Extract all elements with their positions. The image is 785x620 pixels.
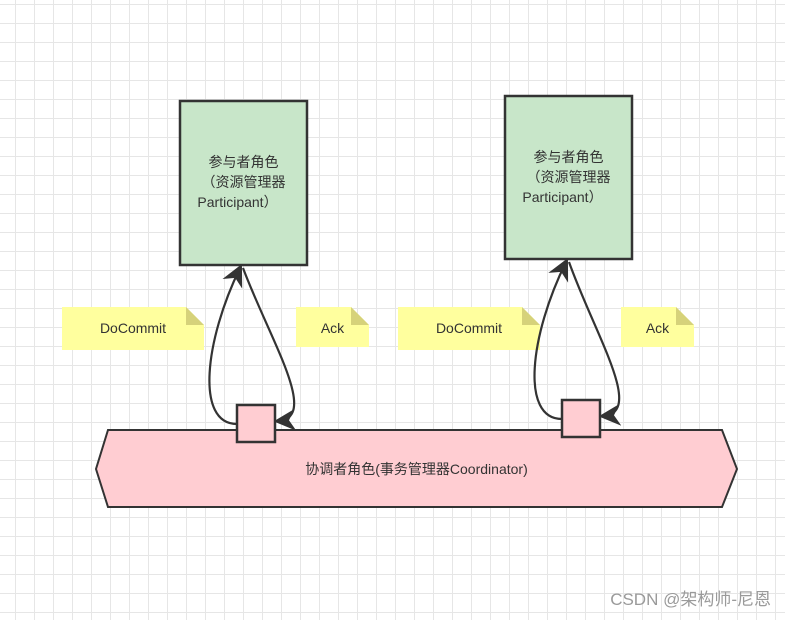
participant-label-line: （资源管理器	[526, 169, 611, 185]
note-label-ack-1: Ack	[320, 320, 345, 336]
note-label-docommit-2: DoCommit	[435, 320, 503, 336]
coordinator-label: 协调者角色(事务管理器Coordinator)	[305, 461, 528, 477]
port-square-2	[560, 398, 602, 439]
participant-label-1: 参与者角色 （资源管理器 Participant）	[180, 152, 307, 212]
note-ack-1	[296, 307, 369, 347]
participant-label-2: 参与者角色 （资源管理器 Participant）	[505, 147, 632, 207]
note-label-ack-2: Ack	[645, 320, 670, 336]
participant-box-1	[178, 99, 309, 267]
coordinator-shape	[94, 429, 739, 508]
participant-label-line: 参与者角色	[533, 149, 604, 165]
note-label-docommit-1: DoCommit	[99, 320, 167, 336]
port-square-1	[235, 403, 277, 444]
participant-label-line: （资源管理器	[201, 174, 286, 190]
participant-label-line: Participant）	[522, 189, 603, 205]
watermark: CSDN @架构师-尼恩	[610, 590, 771, 609]
participant-label-line: 参与者角色	[208, 154, 279, 170]
note-docommit-2	[398, 307, 540, 350]
participant-box-2	[503, 94, 634, 261]
participant-label-line: Participant）	[197, 194, 278, 210]
note-ack-2	[621, 307, 694, 347]
ack-arrow-2	[567, 261, 622, 426]
ack-arrow-1	[241, 267, 297, 431]
note-docommit-1	[62, 307, 204, 350]
docommit-arrow-2	[533, 258, 569, 421]
docommit-arrow-1	[208, 264, 243, 426]
